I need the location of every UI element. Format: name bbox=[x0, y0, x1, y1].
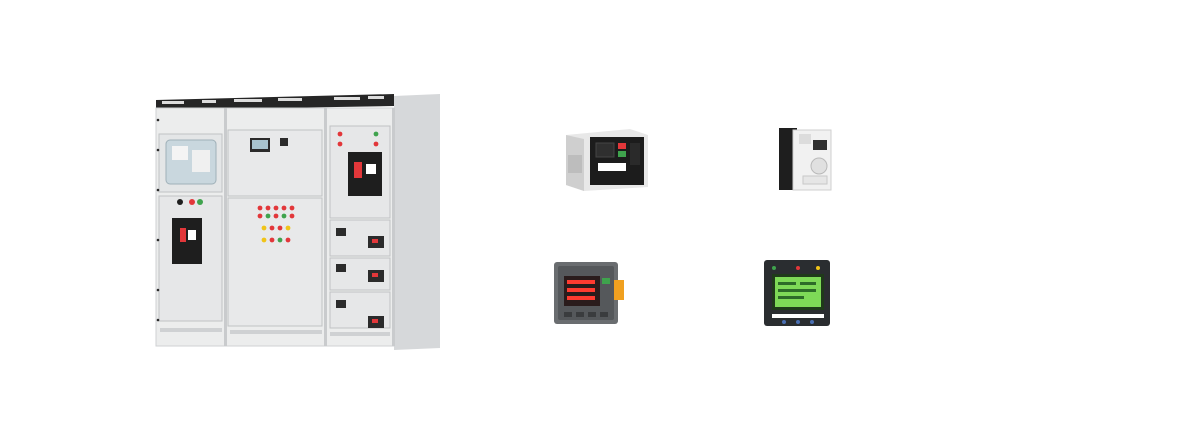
switchgear-cabinet-image bbox=[155, 94, 440, 350]
digital-power-meter-image bbox=[554, 262, 624, 324]
protection-relay-image bbox=[764, 260, 830, 326]
molded-case-breaker-image bbox=[779, 128, 832, 191]
air-circuit-breaker-image bbox=[566, 129, 648, 191]
